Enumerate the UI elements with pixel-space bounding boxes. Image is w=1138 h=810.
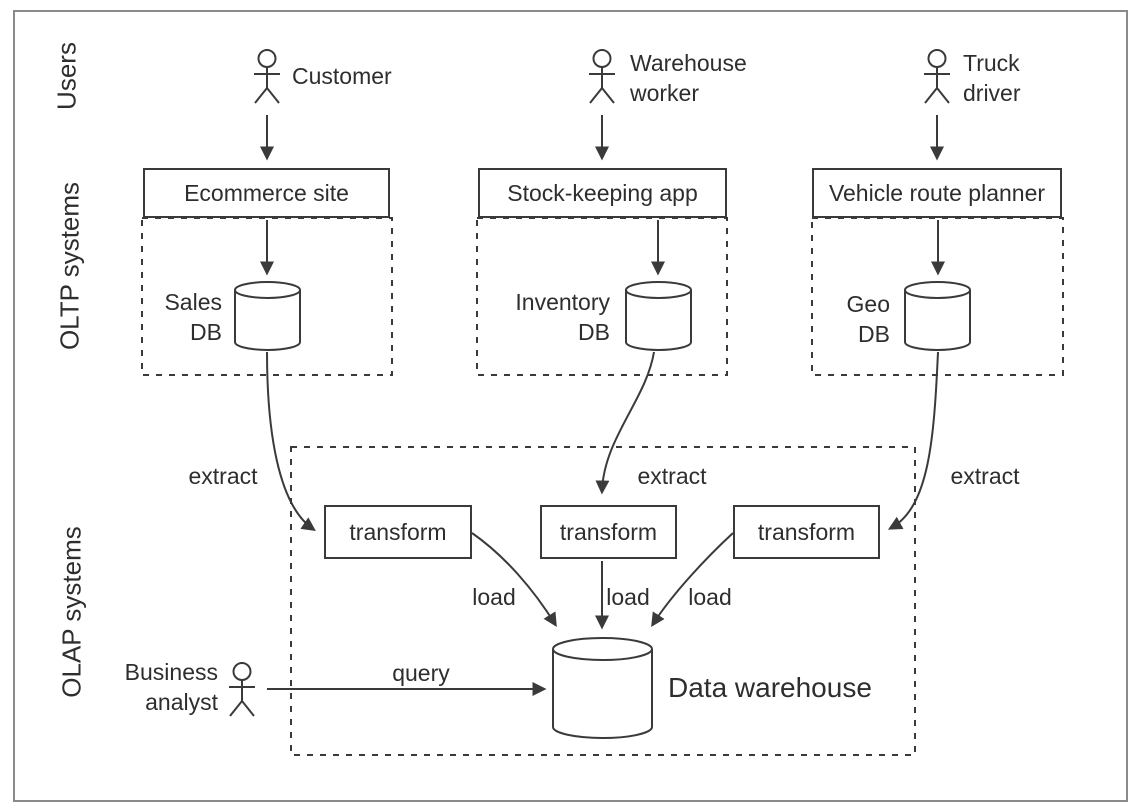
transform-label-middle: transform xyxy=(559,518,658,545)
load-label-middle: load xyxy=(606,584,650,610)
extract-arrow-inventory xyxy=(595,351,655,495)
geo-db-label: Geo DB xyxy=(846,291,890,347)
extract-label-left: extract xyxy=(188,463,258,489)
transform-label-left: transform xyxy=(349,518,447,545)
ecommerce-site-label: Ecommerce site xyxy=(184,179,349,206)
inventory-db-label: Inventory DB xyxy=(515,289,610,345)
ecommerce-site-box: Ecommerce site xyxy=(143,168,390,218)
query-label: query xyxy=(392,660,450,686)
olap-boundary xyxy=(290,446,916,756)
sales-db-cylinder xyxy=(234,281,301,351)
transform-box-right: transform xyxy=(733,505,880,559)
lane-label-oltp-systems: OLTP systems xyxy=(54,181,85,351)
stock-keeping-app-box: Stock-keeping app xyxy=(478,168,727,218)
warehouse-worker-label: Warehouse worker xyxy=(630,50,747,106)
load-arrow-left xyxy=(471,532,557,627)
business-analyst-actor-icon xyxy=(228,662,256,717)
extract-label-right: extract xyxy=(950,463,1020,489)
extract-label-middle: extract xyxy=(637,463,707,489)
stock-keeping-app-label: Stock-keeping app xyxy=(507,179,698,206)
customer-actor-icon xyxy=(253,49,281,104)
truck-driver-actor-icon xyxy=(923,49,951,104)
transform-box-middle: transform xyxy=(540,505,677,559)
transform-label-right: transform xyxy=(757,518,856,545)
customer-label: Customer xyxy=(292,63,392,89)
sales-db-label: Sales DB xyxy=(164,289,222,345)
data-warehouse-cylinder xyxy=(552,637,653,739)
oltp-boundary-sales xyxy=(141,217,393,376)
data-warehouse-label: Data warehouse xyxy=(668,672,872,703)
figure-border xyxy=(13,10,1128,802)
lane-label-olap-systems: OLAP systems xyxy=(56,526,87,698)
geo-db-cylinder xyxy=(904,281,971,351)
truck-driver-label: Truck driver xyxy=(963,50,1021,106)
warehouse-worker-actor-icon xyxy=(588,49,616,104)
vehicle-route-planner-label: Vehicle route planner xyxy=(828,179,1046,206)
lane-label-users: Users xyxy=(51,42,82,110)
oltp-boundary-inventory xyxy=(476,217,728,376)
extract-arrow-geo xyxy=(887,351,939,530)
transform-box-left: transform xyxy=(324,505,472,559)
load-label-left: load xyxy=(472,584,516,610)
extract-arrow-sales xyxy=(266,351,316,531)
vehicle-route-planner-box: Vehicle route planner xyxy=(812,168,1062,218)
inventory-db-cylinder xyxy=(625,281,692,351)
load-label-right: load xyxy=(688,584,732,610)
business-analyst-label: Business analyst xyxy=(124,659,218,715)
load-arrow-right xyxy=(651,532,734,627)
